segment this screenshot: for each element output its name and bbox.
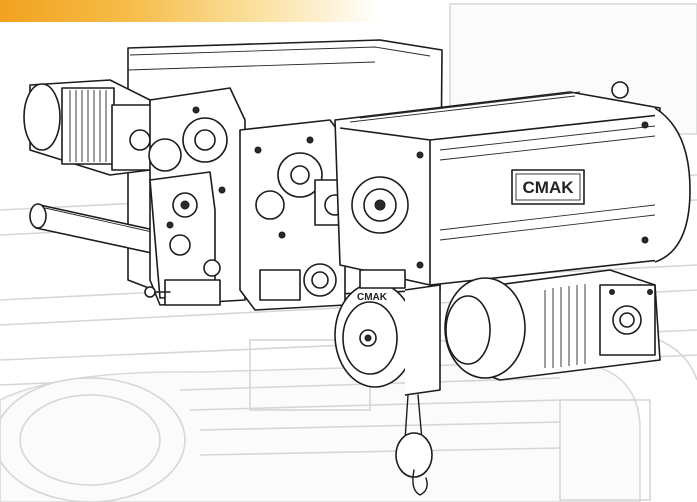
brake-disk: CMAK [334,269,441,396]
hook-assembly [395,394,433,496]
brand-label: CMAK [523,178,575,197]
brand-plate: CMAK [511,169,585,205]
left-end-carriage [144,87,246,306]
brake-brand-label: CMAK [357,292,388,303]
travel-motor [23,79,153,176]
middle-carriage [239,119,356,311]
gearbox-housing [334,81,691,286]
hoist-motor [444,269,661,381]
top-accent-bar [0,0,380,22]
